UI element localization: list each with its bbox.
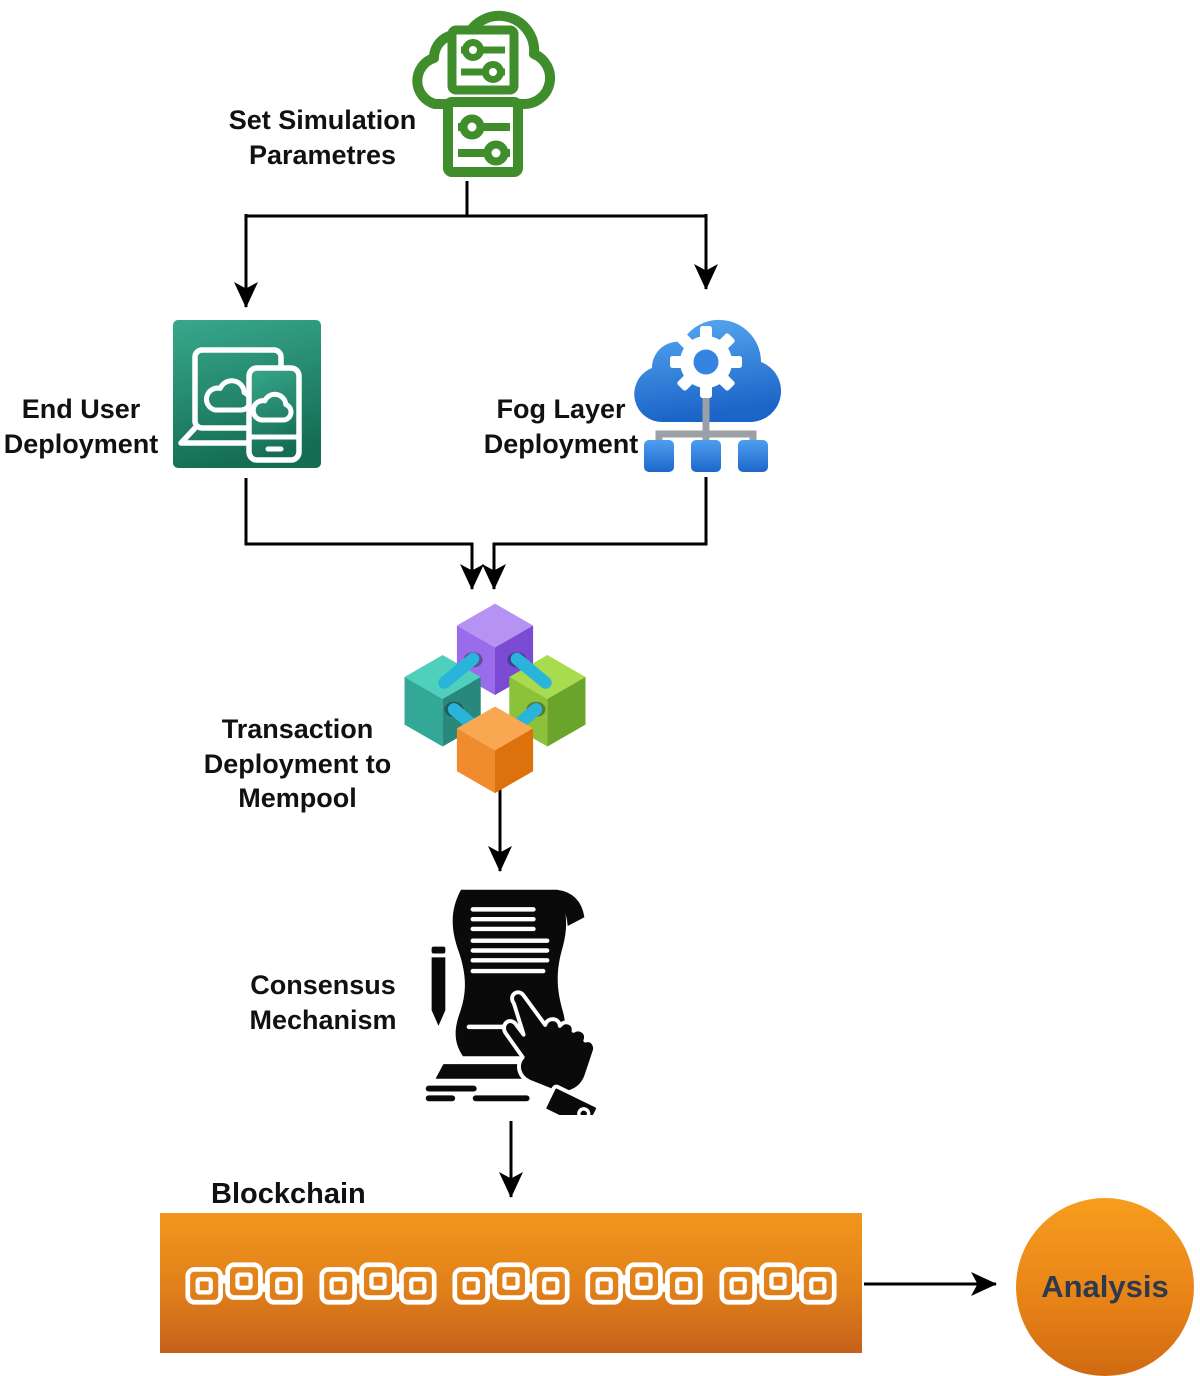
base-line-3 [472, 1095, 530, 1102]
pencil-cap [431, 946, 446, 954]
chain-link-icon [452, 1259, 570, 1308]
chain-link-icon [585, 1259, 703, 1308]
base-line-2 [425, 1095, 456, 1102]
settings-box-upper [447, 25, 519, 95]
consensus-signing-icon [408, 880, 608, 1115]
cloud-outline [412, 10, 555, 109]
fog-cloud-gear-icon [627, 296, 785, 476]
analysis-node: Analysis [1016, 1198, 1194, 1376]
arrow-end-user-to-mempool [244, 478, 484, 590]
base-line-1 [425, 1085, 477, 1092]
simulation-parameters-icon [395, 0, 565, 185]
gear-icon [670, 326, 742, 398]
fog-nodes [644, 440, 768, 472]
pointing-hand-icon [502, 990, 600, 1115]
fog-layer-label: Fog Layer Deployment [483, 394, 639, 459]
arrow-fog-to-mempool [482, 477, 708, 590]
scroll-text-lines [466, 907, 550, 1030]
consensus-label: Consensus Mechanism [249, 970, 397, 1035]
blockchain-label: Blockchain [211, 1178, 366, 1210]
end-user-label: End User Deployment [3, 394, 159, 459]
chain-link-icon [185, 1259, 303, 1308]
analysis-label: Analysis [1041, 1269, 1169, 1304]
mempool-cubes-icon [400, 596, 590, 796]
end-user-devices-icon [173, 320, 321, 468]
settings-box-lower [443, 97, 523, 177]
chain-link-icon [719, 1259, 837, 1308]
cube-orange [456, 706, 534, 794]
phone-cloud-icon [250, 391, 294, 423]
pencil-icon [431, 957, 446, 1026]
chain-link-icon [319, 1259, 437, 1308]
blockchain-bar [160, 1213, 862, 1353]
simulation-parameters-label: Set Simulation Parametres [228, 105, 417, 170]
mempool-label: Transaction Deployment to Mempool [203, 714, 392, 814]
